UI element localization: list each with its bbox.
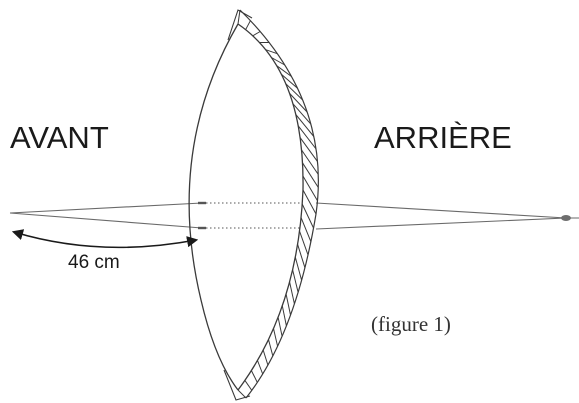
pleat-line bbox=[285, 83, 304, 101]
pleat-line bbox=[262, 349, 269, 366]
pleat-line bbox=[292, 103, 312, 125]
pleat-line bbox=[237, 9, 241, 25]
pleat-line bbox=[302, 162, 319, 188]
back-label: ARRIÈRE bbox=[374, 120, 512, 155]
pleat-line bbox=[294, 256, 303, 281]
pleat-line bbox=[250, 370, 258, 383]
pleat-line bbox=[245, 20, 251, 30]
front-cone bbox=[9, 202, 203, 229]
pleat-line bbox=[295, 114, 315, 137]
pleat-line bbox=[252, 31, 261, 37]
pleat-line bbox=[289, 281, 295, 304]
pleat-line bbox=[268, 339, 274, 357]
pleat-line bbox=[300, 217, 312, 242]
front-label: AVANT bbox=[10, 120, 109, 155]
pleat-line bbox=[244, 380, 253, 391]
pleat-line bbox=[302, 189, 317, 215]
pleat-line bbox=[276, 65, 292, 77]
pleat-line bbox=[237, 389, 247, 399]
measure-arrow bbox=[11, 229, 199, 249]
pleat-line bbox=[301, 149, 319, 175]
pleat-line bbox=[281, 305, 287, 326]
pleat-line bbox=[302, 175, 318, 201]
measurement-label: 46 cm bbox=[68, 252, 120, 273]
dotted-axis bbox=[206, 202, 300, 229]
pleat-line bbox=[297, 125, 317, 150]
pleated-rim bbox=[237, 9, 319, 399]
pleat-line bbox=[289, 93, 308, 113]
pleat-line bbox=[281, 74, 298, 89]
pleat-line bbox=[273, 328, 279, 347]
pleat-line bbox=[265, 49, 278, 55]
back-cone bbox=[315, 202, 579, 230]
pleat-line bbox=[271, 57, 286, 66]
pleat-line bbox=[285, 293, 291, 316]
figure-caption: (figure 1) bbox=[371, 312, 451, 336]
pleat-line bbox=[299, 137, 319, 162]
pleat-line bbox=[292, 269, 299, 293]
face-markers bbox=[198, 201, 206, 230]
lens-body bbox=[188, 9, 304, 401]
pleat-line bbox=[257, 360, 264, 375]
tip-node bbox=[561, 215, 571, 221]
pleat-line bbox=[297, 244, 306, 268]
pleat-line bbox=[301, 203, 314, 229]
pleat-line bbox=[299, 230, 309, 256]
pleat-line bbox=[277, 317, 283, 337]
